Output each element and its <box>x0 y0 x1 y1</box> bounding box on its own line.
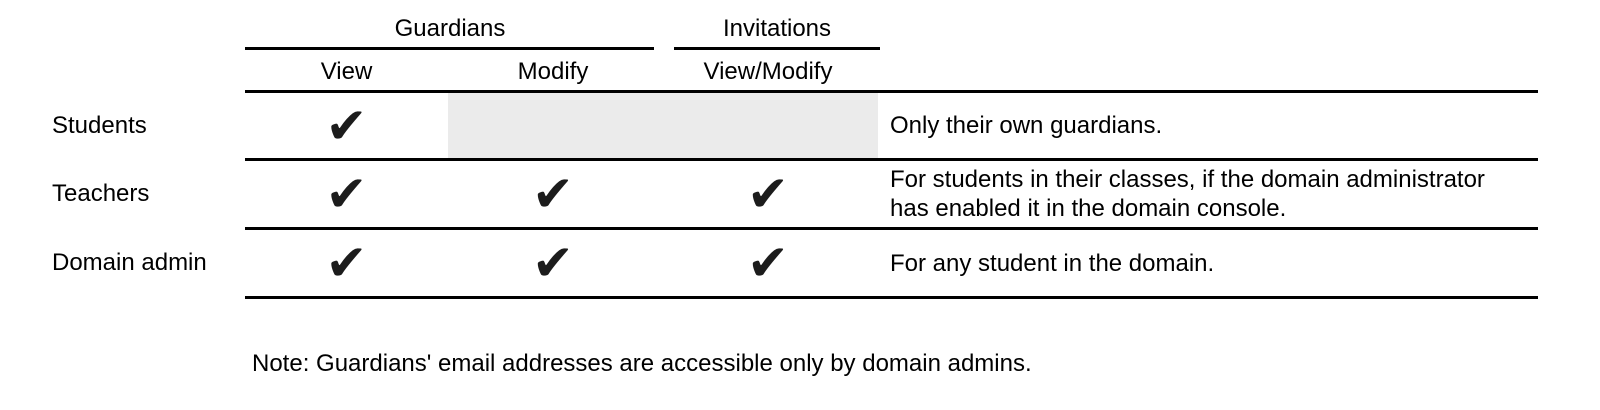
domain-admin-view-check-icon: ✔ <box>325 234 368 292</box>
note-line: Only their own guardians. <box>890 112 1163 139</box>
domain-admin-view-modify-check-icon: ✔ <box>747 234 789 292</box>
column-header-view-modify: View/Modify <box>703 58 833 85</box>
row-label-domain-admin: Domain admin <box>52 249 207 276</box>
students-note: Only their own guardians. <box>890 93 1510 158</box>
row-label-teachers: Teachers <box>52 180 150 207</box>
note-line: For students in their classes, if the do… <box>890 166 1485 193</box>
teachers-view-modify-check-icon: ✔ <box>747 165 789 223</box>
guardians-group-header: Guardians <box>394 15 506 42</box>
guardians-group-underline <box>245 47 654 50</box>
teachers-modify-check-icon: ✔ <box>532 165 574 223</box>
column-header-modify: Modify <box>517 58 589 85</box>
teachers-row-rule <box>245 227 1538 230</box>
students-row-rule <box>245 158 1538 161</box>
note-line: For any student in the domain. <box>890 249 1215 277</box>
students-no-permission-shaded-cell <box>448 93 878 158</box>
teachers-note: For students in their classes, if the do… <box>890 161 1510 227</box>
domain-admin-row-rule <box>245 296 1538 299</box>
teachers-view-check-icon: ✔ <box>325 165 368 223</box>
note-line: has enabled it in the domain console. <box>890 195 1287 222</box>
students-view-check-icon: ✔ <box>325 96 368 155</box>
footnote: Note: Guardians' email addresses are acc… <box>252 350 1032 377</box>
invitations-group-underline <box>674 47 880 50</box>
domain-admin-note: For any student in the domain. <box>890 230 1510 296</box>
column-header-view: View <box>320 58 373 85</box>
row-label-students: Students <box>52 111 147 139</box>
invitations-group-header: Invitations <box>722 15 832 42</box>
header-rule <box>245 90 1538 93</box>
domain-admin-modify-check-icon: ✔ <box>532 234 574 292</box>
